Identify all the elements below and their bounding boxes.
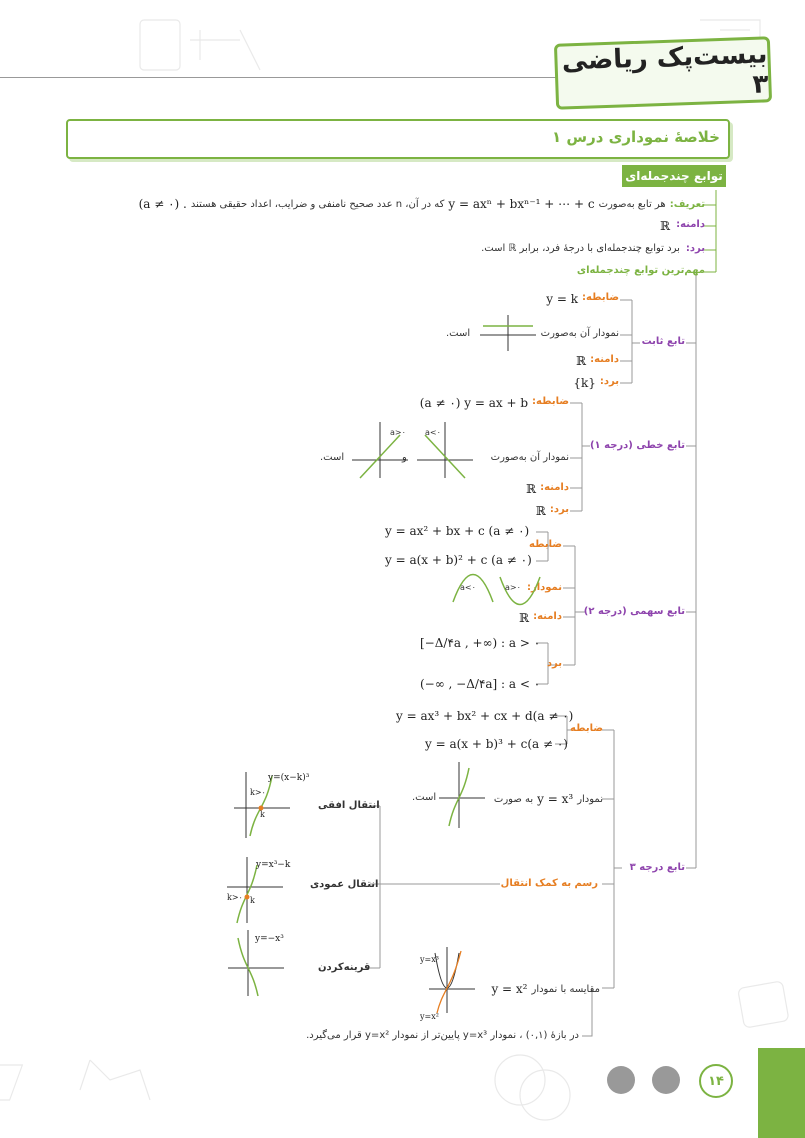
page-number-badge: ۱۴ [699,1064,733,1098]
cubic-rule1: y = ax³ + bx² + cx + d(a ≠ ۰) [396,709,574,723]
constant-graph-text: نمودار آن به‌صورت [540,328,619,339]
reflect-graph [228,930,284,997]
cubic-rule-label: ضابطه [570,723,603,734]
constant-graph [480,315,536,351]
domain-value: ℝ [660,219,671,233]
quadratic-rule2: y = a(x + b)² + c (a ≠ ۰) [385,553,532,567]
section-tag: توابع چندجمله‌ای : [622,165,726,205]
quadratic-rule1: y = ax² + bx + c (a ≠ ۰) [385,524,530,538]
linear-graph-pos [352,422,408,479]
quadratic-range-label: برد [546,658,562,669]
linear-a-neg: a<۰ [425,428,441,437]
header-rule [0,77,560,78]
footer-circle-1 [607,1066,635,1094]
quadratic-graph-label: نمودار: [526,582,562,593]
h-shift-graph [234,772,290,838]
compare-graph [429,947,475,1014]
quadratic-name: تابع سهمی (درجه ۲) [583,606,685,617]
constant-name: تابع ثابت [641,336,685,347]
definition-text2: که در آن، n عدد صحیح نامنفی و ضرایب، اعد… [190,198,445,210]
linear-and: و [402,452,407,463]
h-shift-kp: k [260,810,265,819]
linear-graph-neg [417,422,473,479]
domain-label: دامنه: [676,219,705,230]
v-shift-label: انتقال عمودی [310,879,379,890]
v-shift-kp: k [250,896,255,905]
domain-row: دامنه: ℝ [660,219,705,233]
page-number: ۱۴ [708,1073,724,1089]
h-shift-k: k>۰ [250,788,266,797]
linear-rule: ضابطه: (a ≠ ۰) y = ax + b [419,396,569,410]
cubic-graph-end: است. [412,792,437,803]
definition-text: هر تابع به‌صورت [598,198,666,210]
linear-domain: دامنه: ℝ [526,482,569,496]
cubic-footer: در بازهٔ (۰,۱) ، نمودار y=x³ پایین‌تر از… [306,1030,579,1041]
linear-range: برد: ℝ [535,504,569,518]
definition-label: تعریف: [669,198,705,210]
quadratic-a-neg: a<۰ [460,583,476,592]
compare-y3: y=x³ [420,955,439,964]
linear-name: تابع خطی (درجه ۱) [589,440,685,451]
reflect-label: قرینه‌کردن [318,962,371,973]
v-shift-graph [227,857,283,924]
cubic-rule2: y = a(x + b)³ + c(a ≠ ۰) [425,737,568,751]
cubic-name: تابع درجه ۳ [629,862,685,873]
definition-condition: (a ≠ ۰) . [138,197,187,211]
constant-rule: ضابطه: y = k [546,292,619,306]
quadratic-range1: [−Δ/۴a , +∞) : a > ۰ [420,636,541,650]
constant-range: برد: {k} [573,376,619,390]
cubic-graph-row: نمودار y = x³ به صورت [493,792,603,806]
linear-a-pos: a>۰ [390,428,406,437]
v-shift-k: k>۰ [227,893,243,902]
cubic-graph [439,762,485,828]
constant-graph-end: است. [446,328,471,339]
important-label: مهم‌ترین توابع چندجمله‌ای [576,265,705,276]
quadratic-a-pos: a>۰ [505,583,521,592]
page-title: خلاصهٔ نمودار‌ی درس ۱ [552,128,720,146]
page-corner-tab [758,1048,805,1138]
h-shift-label: انتقال افقی [318,800,380,811]
quadratic-range2: (−∞ , −Δ/۴a] : a < ۰ [420,677,541,691]
reflect-formula: y=−x³ [255,934,284,944]
quadratic-domain: دامنه: ℝ [519,611,562,625]
range-text: برد توابع چندجمله‌ای با درجهٔ فرد، برابر… [481,243,680,254]
linear-graph-end: است. [320,452,345,463]
compare-y2: y=x² [420,1012,439,1021]
constant-domain: دامنه: ℝ [576,354,619,368]
definition-row: تعریف: هر تابع به‌صورت y = axⁿ + bxⁿ⁻¹ +… [139,197,705,211]
title-bar: خلاصهٔ نمودار‌ی درس ۱ [66,119,730,159]
linear-graph-text: نمودار آن به‌صورت [490,452,569,463]
footer-circle-2 [652,1066,680,1094]
cubic-transform-label: رسم به کمک انتقال [500,878,598,889]
range-row: برد: برد توابع چندجمله‌ای با درجهٔ فرد، … [481,243,705,254]
definition-formula: y = axⁿ + bxⁿ⁻¹ + ⋯ + c [448,197,595,211]
range-label: برد: [685,243,705,254]
quadratic-graph-neg [452,573,494,603]
quadratic-graph-pos [499,576,541,606]
compare-row: مقایسه با نمودار y = x² [491,982,600,996]
v-shift-formula: y=x³−k [256,860,291,870]
h-shift-formula: y=(x−k)³ [268,773,310,783]
quadratic-rule-label: ضابطه [529,539,562,550]
